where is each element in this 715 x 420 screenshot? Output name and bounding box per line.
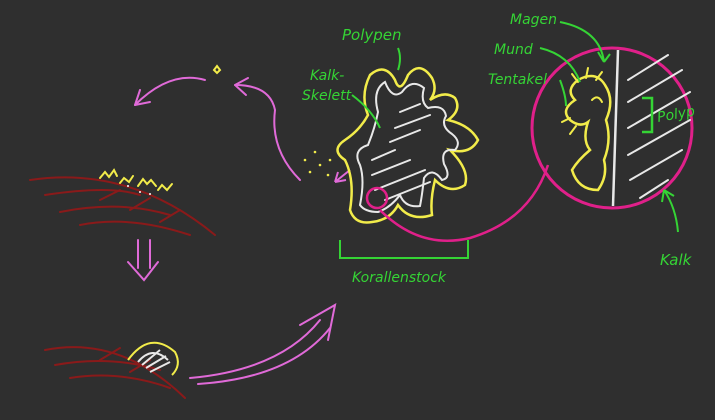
skeleton-boundary <box>611 49 620 207</box>
magnified-tentacles <box>561 67 603 135</box>
skeleton-hatching <box>371 103 431 201</box>
colony-bracket <box>339 240 469 259</box>
magnified-polyp <box>564 74 612 192</box>
polypen-label: Polypen <box>342 26 402 44</box>
polypen-pointer <box>397 47 401 71</box>
kalkskelett-label-line2: Skelett <box>302 88 352 104</box>
spawn-dots <box>303 150 332 177</box>
release-arrow-icon <box>234 77 301 181</box>
tentakel-label: Tentakel <box>488 72 547 88</box>
mund-pointer <box>539 47 581 83</box>
magen-pointer <box>559 21 611 63</box>
polyp-outline <box>336 67 480 224</box>
growth-arrow-icon <box>189 303 337 385</box>
seabed-lower <box>44 346 186 399</box>
magnifier-connector <box>379 164 550 242</box>
larva-dots <box>127 185 151 195</box>
polyp-bracket <box>642 96 654 134</box>
magnifier-circle <box>530 46 694 210</box>
kalk-pointer <box>661 189 679 233</box>
magen-label: Magen <box>510 12 557 28</box>
spawn-arrow-icon <box>334 169 351 183</box>
kalkskelett-label-line1: Kalk- <box>310 68 344 84</box>
coral-colony <box>336 67 480 224</box>
polyp-label: Polyp <box>656 104 696 126</box>
drift-arrow-icon <box>134 76 206 106</box>
down-arrow-icon <box>127 239 159 282</box>
magnifier-source-circle <box>365 186 389 210</box>
kalk-hatching <box>627 54 691 199</box>
magnified-detail: Polyp <box>561 49 696 207</box>
kalk-label: Kalk <box>660 251 693 269</box>
settled-polyps-small <box>99 168 173 192</box>
skeleton-outline <box>356 80 459 214</box>
kalkskelett-pointer <box>351 94 381 129</box>
korallenstock-label: Korallenstock <box>352 270 447 286</box>
tentakel-pointer <box>559 79 567 107</box>
mund-label: Mund <box>494 42 533 58</box>
seabed-upper <box>29 176 216 236</box>
larva-icon <box>212 64 222 75</box>
young-colony <box>127 341 179 376</box>
